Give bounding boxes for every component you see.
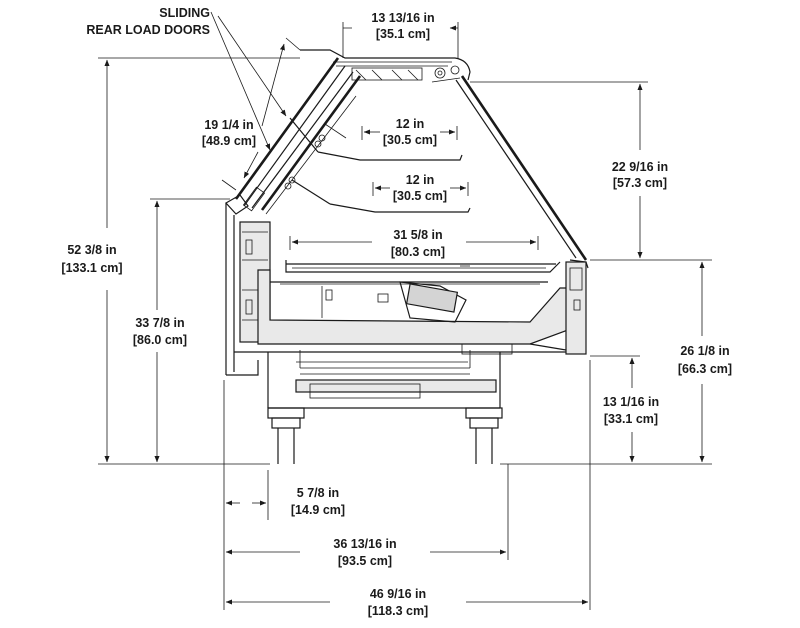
upper-shelf — [289, 117, 463, 161]
callout-line-2: REAR LOAD DOORS — [86, 23, 210, 37]
front-height-imperial: 26 1/8 in — [680, 344, 729, 358]
base-height-imperial: 13 1/16 in — [603, 395, 659, 409]
evaporator-coil — [321, 281, 467, 323]
deck-depth-metric: [80.3 cm] — [391, 245, 445, 259]
top-width-metric: [35.1 cm] — [376, 27, 430, 41]
glass-height-imperial: 22 9/16 in — [612, 160, 668, 174]
case-drawing — [225, 49, 589, 464]
rear-height-metric: [86.0 cm] — [133, 333, 187, 347]
top-width-imperial: 13 13/16 in — [371, 11, 434, 25]
front-height-metric: [66.3 cm] — [678, 362, 732, 376]
upper-shelf-imperial: 12 in — [396, 117, 425, 131]
labels: SLIDING REAR LOAD DOORS 13 13/16 in [35.… — [61, 6, 732, 618]
base-height-metric: [33.1 cm] — [604, 412, 658, 426]
front-glass — [455, 75, 589, 269]
underbody — [226, 343, 566, 409]
well-tub — [257, 269, 569, 345]
lower-shelf-imperial: 12 in — [406, 173, 435, 187]
glass-height-metric: [57.3 cm] — [613, 176, 667, 190]
rear-door-imperial: 19 1/4 in — [204, 118, 253, 132]
legs — [267, 407, 503, 464]
base-depth-imperial: 36 13/16 in — [333, 537, 396, 551]
callout-line-1: SLIDING — [159, 6, 210, 20]
overall-depth-metric: [118.3 cm] — [368, 604, 428, 618]
rear-offset-metric: [14.9 cm] — [291, 503, 345, 517]
overall-depth-imperial: 46 9/16 in — [370, 587, 426, 601]
overall-height-metric: [133.1 cm] — [61, 261, 122, 275]
lower-shelf — [284, 176, 471, 213]
rear-door-metric: [48.9 cm] — [202, 134, 256, 148]
top-canopy — [300, 49, 471, 83]
deck-depth-imperial: 31 5/8 in — [393, 228, 442, 242]
display-deck — [285, 260, 561, 273]
dimension-lines — [98, 11, 712, 610]
lower-shelf-metric: [30.5 cm] — [393, 189, 447, 203]
rear-offset-imperial: 5 7/8 in — [297, 486, 339, 500]
overall-height-imperial: 52 3/8 in — [67, 243, 116, 257]
sliding-rear-doors — [225, 57, 362, 215]
upper-shelf-metric: [30.5 cm] — [383, 133, 437, 147]
front-panel — [529, 261, 587, 355]
rear-height-imperial: 33 7/8 in — [135, 316, 184, 330]
base-depth-metric: [93.5 cm] — [338, 554, 392, 568]
